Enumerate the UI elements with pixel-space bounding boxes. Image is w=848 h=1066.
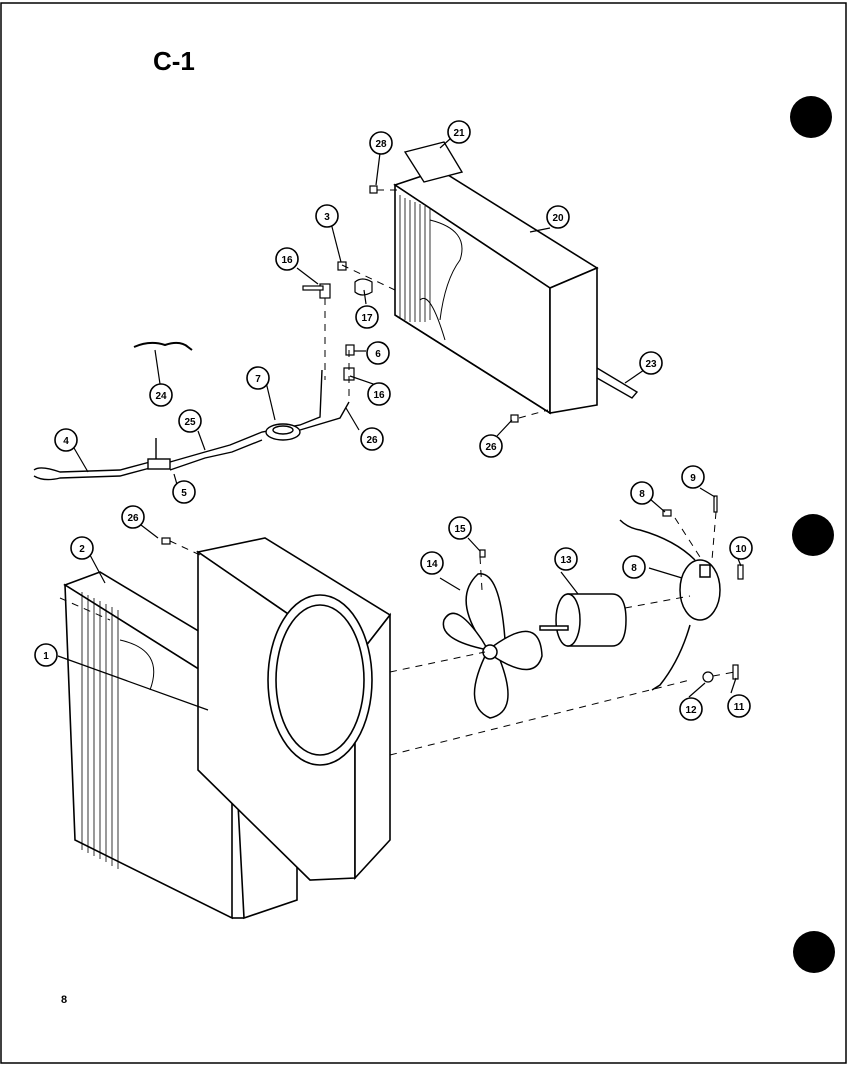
svg-text:10: 10	[735, 544, 747, 555]
svg-text:28: 28	[375, 139, 387, 150]
svg-text:8: 8	[631, 563, 637, 574]
binder-hole-top	[790, 96, 832, 138]
mount-hardware	[161, 495, 744, 683]
callout-20: 21	[447, 120, 471, 144]
svg-text:9: 9	[690, 473, 696, 484]
svg-text:23: 23	[645, 359, 657, 370]
svg-text:16: 16	[373, 390, 385, 401]
svg-text:26: 26	[127, 513, 139, 524]
svg-text:16: 16	[281, 255, 293, 266]
assembly-lines	[59, 189, 736, 756]
callout-7: 7	[246, 366, 270, 390]
callout-18: 17	[355, 305, 379, 329]
callout-19: 20	[546, 205, 570, 229]
svg-text:20: 20	[552, 213, 564, 224]
fan-motor	[539, 593, 627, 647]
small-fittings	[302, 185, 519, 423]
svg-text:1: 1	[43, 651, 49, 662]
motor-mount	[619, 519, 721, 691]
callout-10: 10	[729, 536, 753, 560]
svg-text:12: 12	[685, 705, 697, 716]
figure-title: C-1	[153, 46, 195, 76]
fan-shroud	[196, 537, 392, 881]
page-number: 8	[61, 994, 67, 1006]
callout-1: 1	[34, 643, 58, 667]
callout-4: 4	[54, 428, 78, 452]
callout-24: 28	[369, 131, 393, 155]
callout-27: 26	[121, 505, 145, 529]
svg-text:8: 8	[639, 489, 645, 500]
callout-8a: 8	[630, 481, 654, 505]
svg-text:13: 13	[560, 555, 572, 566]
callout-11: 11	[727, 694, 751, 718]
callout-2: 2	[70, 536, 94, 560]
svg-text:26: 26	[485, 442, 497, 453]
callout-6: 6	[366, 341, 390, 365]
callout-17: 16	[275, 247, 299, 271]
svg-text:21: 21	[453, 128, 465, 139]
svg-text:5: 5	[181, 488, 187, 499]
svg-text:4: 4	[63, 436, 69, 447]
callout-16: 16	[367, 382, 391, 406]
svg-text:7: 7	[255, 374, 261, 385]
svg-text:2: 2	[79, 544, 85, 555]
svg-text:26: 26	[366, 435, 378, 446]
callout-13: 13	[554, 547, 578, 571]
callout-22: 24	[149, 383, 173, 407]
leader-lines	[57, 138, 742, 711]
fan-blade	[442, 573, 543, 719]
callout-5: 5	[172, 480, 196, 504]
svg-text:14: 14	[426, 559, 438, 570]
svg-text:3: 3	[324, 212, 330, 223]
svg-text:24: 24	[155, 391, 167, 402]
svg-text:25: 25	[184, 417, 196, 428]
side-bracket	[596, 367, 639, 399]
callout-26: 26	[360, 427, 384, 451]
callout-15: 15	[448, 516, 472, 540]
callout-23: 25	[178, 409, 202, 433]
svg-text:15: 15	[454, 524, 466, 535]
svg-text:11: 11	[734, 702, 745, 713]
callout-14: 14	[420, 551, 444, 575]
refrigerant-tubing	[33, 369, 350, 481]
evaporator-coil	[393, 169, 599, 415]
top-bracket	[403, 141, 464, 183]
callout-25: 26	[479, 434, 503, 458]
callout-9: 9	[681, 465, 705, 489]
callout-12: 12	[679, 697, 703, 721]
callout-3: 3	[315, 204, 339, 228]
binder-hole-bottom	[793, 931, 835, 973]
callout-21: 23	[639, 351, 663, 375]
capillary-tube	[133, 341, 193, 351]
svg-text:17: 17	[361, 313, 373, 324]
svg-text:6: 6	[375, 349, 381, 360]
binder-hole-middle	[792, 514, 834, 556]
callout-8b: 8	[622, 555, 646, 579]
